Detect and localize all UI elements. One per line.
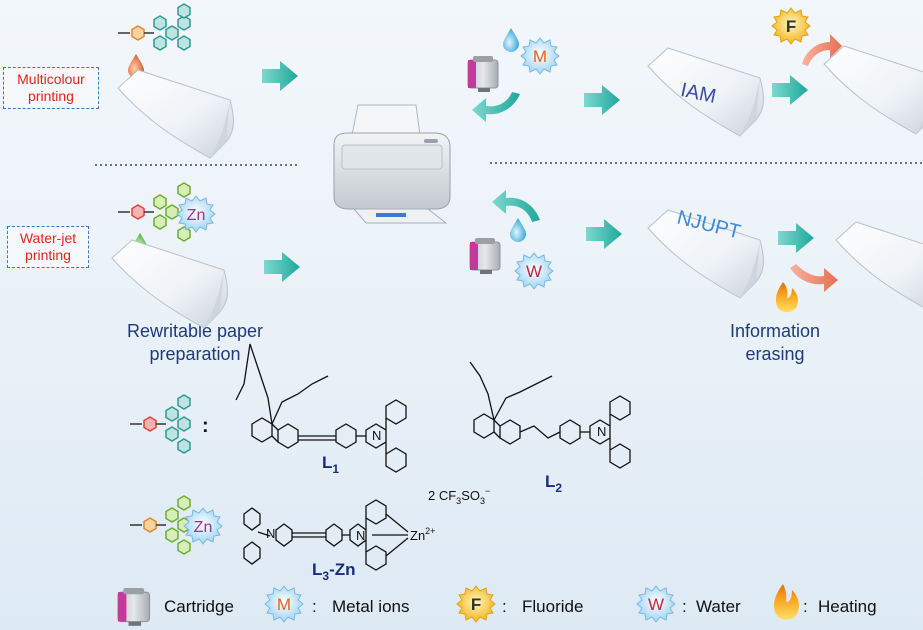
metal-badge-text: M (533, 47, 547, 66)
paper-sheet-erased-top (823, 45, 923, 135)
L2-nitrogen-center: N (597, 424, 606, 439)
legend-metal-badge: M (264, 585, 304, 623)
structure-L2 (469, 361, 631, 469)
L2-label-sub: 2 (555, 481, 562, 495)
waterjet-label-line2: printing (25, 247, 71, 263)
legend-water-sep: : (682, 597, 687, 616)
legend-metal-badge-text: M (277, 595, 291, 614)
arrow-top-3 (772, 75, 808, 105)
legend-water-badge-text: W (648, 595, 664, 614)
legend-heating-label: Heating (818, 597, 877, 616)
counterion-label: 2 CF3SO3− (428, 486, 490, 506)
L1-label-main: L (322, 453, 332, 472)
paper-sheet-bottom-left (111, 239, 228, 329)
cartridge-icon-top (467, 55, 499, 93)
fluoride-badge: F (771, 7, 811, 45)
ligand-schematic-L1 (130, 394, 191, 454)
counterion-sub1: 3 (456, 496, 461, 506)
erasing-caption-line1: Information (729, 321, 821, 341)
counterion-sup: − (485, 486, 490, 496)
cartridge-icon-bottom (469, 237, 501, 275)
multicolour-label-line2: printing (28, 88, 74, 104)
legend-cartridge-label: Cartridge (164, 597, 234, 616)
ligand-schematic-bottom (118, 182, 191, 242)
rewritable-paper-caption: Rewritable paper preparation (95, 320, 295, 366)
counterion-main: 2 CF (428, 488, 456, 503)
waterjet-label-line1: Water-jet (19, 230, 77, 246)
curved-arrow-bottom (492, 190, 540, 222)
curved-arrow-top (472, 92, 520, 122)
arrow-bottom-2 (586, 219, 622, 249)
zinc-badge-legend: Zn (183, 507, 223, 545)
arrow-top-2 (584, 85, 620, 115)
printer-icon (333, 104, 451, 224)
flame-icon-erasing (775, 282, 799, 313)
arrow-top-1 (262, 61, 298, 91)
legend-metal-label: Metal ions (332, 597, 409, 616)
information-erasing-caption: Information erasing (700, 320, 850, 366)
zinc-badge-top: Zn (176, 195, 216, 233)
paper-sheet-top-left (117, 69, 234, 159)
structure-L3Zn (243, 499, 409, 571)
L1-label: L1 (322, 453, 339, 476)
zinc-center-label: Zn2+ (410, 526, 435, 543)
paper-sheet-erased-bottom (835, 221, 923, 311)
legend-fluoride-sep: : (502, 597, 507, 616)
L3-nitrogen-center: N (356, 528, 365, 543)
water-badge: W (514, 252, 554, 290)
zinc-badge-text: Zn (187, 207, 206, 224)
counterion-sub2: 3 (480, 496, 485, 506)
blue-drop-icon-bottom (510, 218, 526, 242)
fluoride-badge-text: F (786, 17, 796, 36)
multicolour-label-line1: Multicolour (17, 71, 85, 87)
legend-cartridge-icon (117, 587, 151, 627)
curved-arrow-heating (790, 264, 838, 292)
rewritable-caption-line1: Rewritable paper (126, 321, 264, 341)
legend-water-badge: W (636, 585, 676, 623)
legend-metal-sep: : (312, 597, 317, 616)
counterion-tail: SO (461, 488, 480, 503)
rewritable-caption-line2: preparation (149, 344, 241, 364)
water-badge-text: W (526, 262, 542, 281)
arrow-bottom-1 (264, 252, 300, 282)
zinc-center-charge: 2+ (425, 526, 435, 536)
zinc-legend-text: Zn (194, 519, 213, 536)
L3-label-suffix: -Zn (329, 560, 355, 579)
L1-label-sub: 1 (332, 462, 339, 476)
multicolour-printing-label: Multicolour printing (3, 67, 99, 109)
arrow-bottom-3 (778, 223, 814, 253)
zinc-center-symbol: Zn (410, 528, 425, 543)
legend-fluoride-badge: F (456, 585, 496, 623)
structure-L1 (235, 343, 407, 473)
erasing-caption-line2: erasing (745, 344, 805, 364)
blue-drop-icon-top (503, 28, 519, 52)
L3-label-sub: 3 (322, 569, 329, 583)
L3-amine-nitrogen: N (266, 526, 275, 541)
curved-arrow-fluoride (802, 34, 842, 66)
L2-label-main: L (545, 472, 555, 491)
L1-colon: : (202, 415, 209, 437)
legend-fluoride-badge-text: F (471, 595, 481, 614)
legend-flame-icon (774, 584, 799, 620)
legend-water-label: Water (696, 597, 741, 616)
ligand-schematic-top (118, 3, 191, 51)
L3Zn-label: L3-Zn (312, 560, 356, 583)
waterjet-printing-label: Water-jet printing (7, 226, 89, 268)
L1-nitrogen-center: N (372, 428, 381, 443)
metal-ion-badge: M (520, 37, 560, 75)
legend-fluoride-label: Fluoride (522, 597, 583, 616)
L2-label: L2 (545, 472, 562, 495)
L3-label-main: L (312, 560, 322, 579)
legend-heating-sep: : (803, 597, 808, 616)
ligand-schematic-L3Zn (130, 495, 191, 555)
